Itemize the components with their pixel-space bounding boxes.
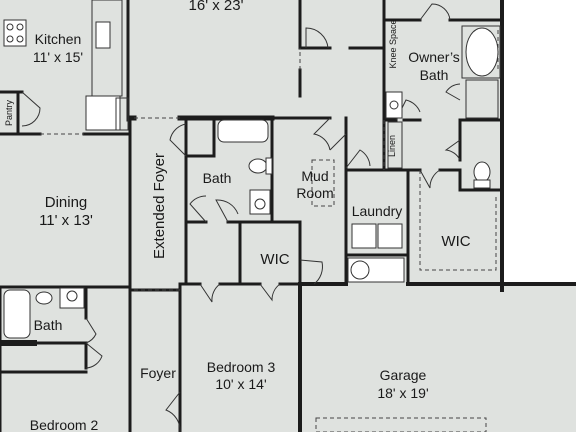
dining-label: Dining: [45, 194, 88, 211]
linen-shelf: [387, 121, 403, 169]
hall-bath-label: Bath: [203, 170, 232, 186]
kitchen-dimensions: 11' x 15': [33, 49, 83, 65]
tub-lower: [3, 289, 31, 339]
garage-dimensions: 18' x 19': [377, 385, 428, 401]
pantry-shelf: [115, 97, 129, 131]
fridge: [85, 95, 121, 131]
mud-bench: [311, 159, 335, 207]
bedroom3-dimensions: 10' x 14': [215, 376, 266, 392]
toilet-lower: [35, 291, 53, 305]
cooktop: [3, 19, 27, 47]
openings: [40, 30, 499, 291]
garage-door: [315, 417, 487, 432]
bedroom3-label: Bedroom 3: [207, 359, 276, 375]
owners-shower: [465, 79, 499, 119]
owner-wic-label: WIC: [441, 233, 470, 250]
dryer: [377, 223, 403, 249]
mud-room-label-2: Room: [296, 185, 333, 201]
toilet-owner: [473, 161, 491, 183]
tub-hall: [217, 119, 269, 143]
sink-lower: [59, 287, 85, 309]
garage-label: Garage: [380, 367, 427, 383]
pantry-label: Pantry: [4, 99, 14, 126]
toilet-hall: [248, 158, 268, 174]
owners-bath-label-1: Owner’s: [408, 49, 460, 65]
owners-tub: [465, 27, 499, 77]
sink-hall: [249, 189, 271, 215]
kitchen-label: Kitchen: [35, 31, 82, 47]
water-heater-pad: [347, 257, 405, 283]
lower-bath-label: Bath: [34, 317, 63, 333]
dining-dimensions: 11' x 13': [39, 212, 93, 229]
owners-bath-label-2: Bath: [420, 67, 449, 83]
laundry-label: Laundry: [352, 203, 403, 219]
mud-room-label-1: Mud: [301, 168, 328, 184]
foyer-label: Foyer: [140, 365, 176, 381]
knee-space-label: Knee Space: [388, 19, 398, 68]
water-heater: [350, 260, 370, 280]
hall-wic-label: WIC: [260, 251, 289, 268]
labels: 16' x 23' Kitchen 11' x 15' Pantry Dinin…: [4, 0, 471, 432]
extended-foyer-label: Extended Foyer: [151, 153, 168, 259]
washer: [351, 223, 377, 249]
doors: [21, 3, 461, 432]
fixtures: [3, 0, 501, 432]
linen-label: Linen: [387, 135, 397, 157]
floor-garage: [300, 284, 576, 432]
owners-sink: [385, 91, 403, 119]
floor-right-margin: [502, 0, 576, 284]
family-dimensions: 16' x 23': [189, 0, 244, 14]
bedroom2-label: Bedroom 2: [30, 417, 99, 432]
kitchen-sink: [95, 21, 111, 49]
